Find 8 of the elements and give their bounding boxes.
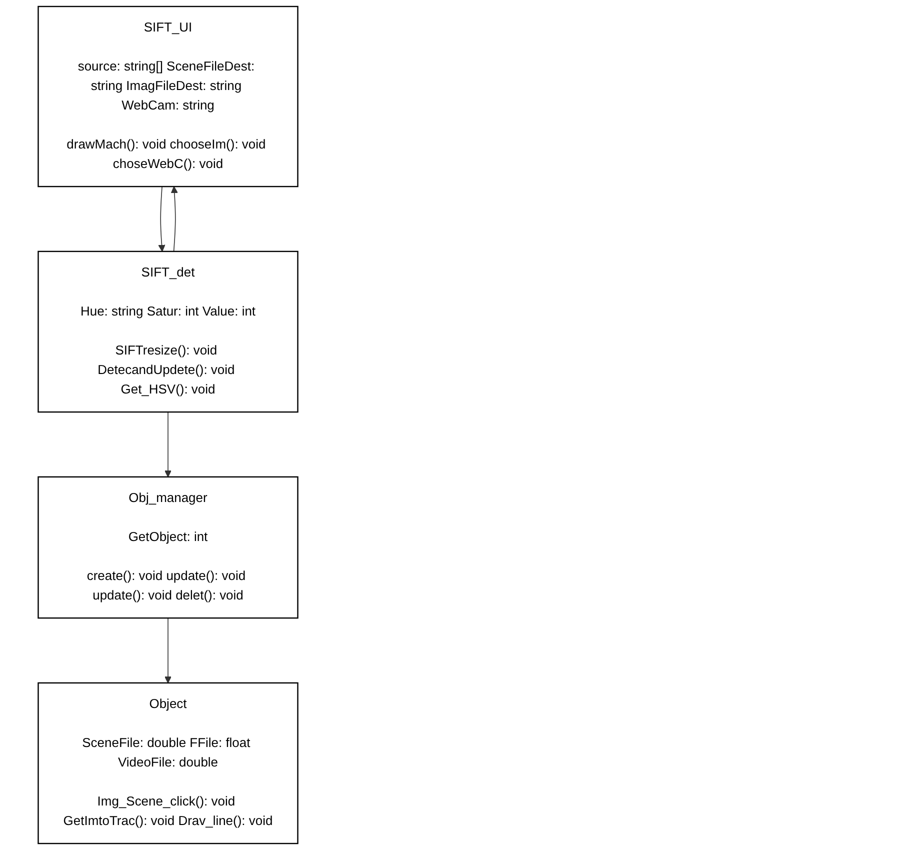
arrow	[164, 618, 172, 684]
node-box: SIFT_det Hue: string Satur: int Value: int SIFTresize(): void DetecandUpdete(): void Get_HSV(): void	[38, 250, 298, 413]
arrow	[158, 186, 166, 252]
node-box: Object SceneFile: double FFile: float VideoFile: double Img_Scene_click(): void GetImtoTrac(): void Drav_line(): void	[38, 682, 298, 844]
node-box: SIFT_UI source: string[] SceneFileDest: string ImagFileDest: string WebCam: string drawMach(): void chooseIm(): void choseWebC(): void	[38, 6, 298, 188]
node-box: Obj_manager GetObject: int create(): void update(): void update(): void delet(): void	[38, 476, 298, 619]
arrow	[170, 186, 178, 252]
arrow	[164, 412, 172, 478]
